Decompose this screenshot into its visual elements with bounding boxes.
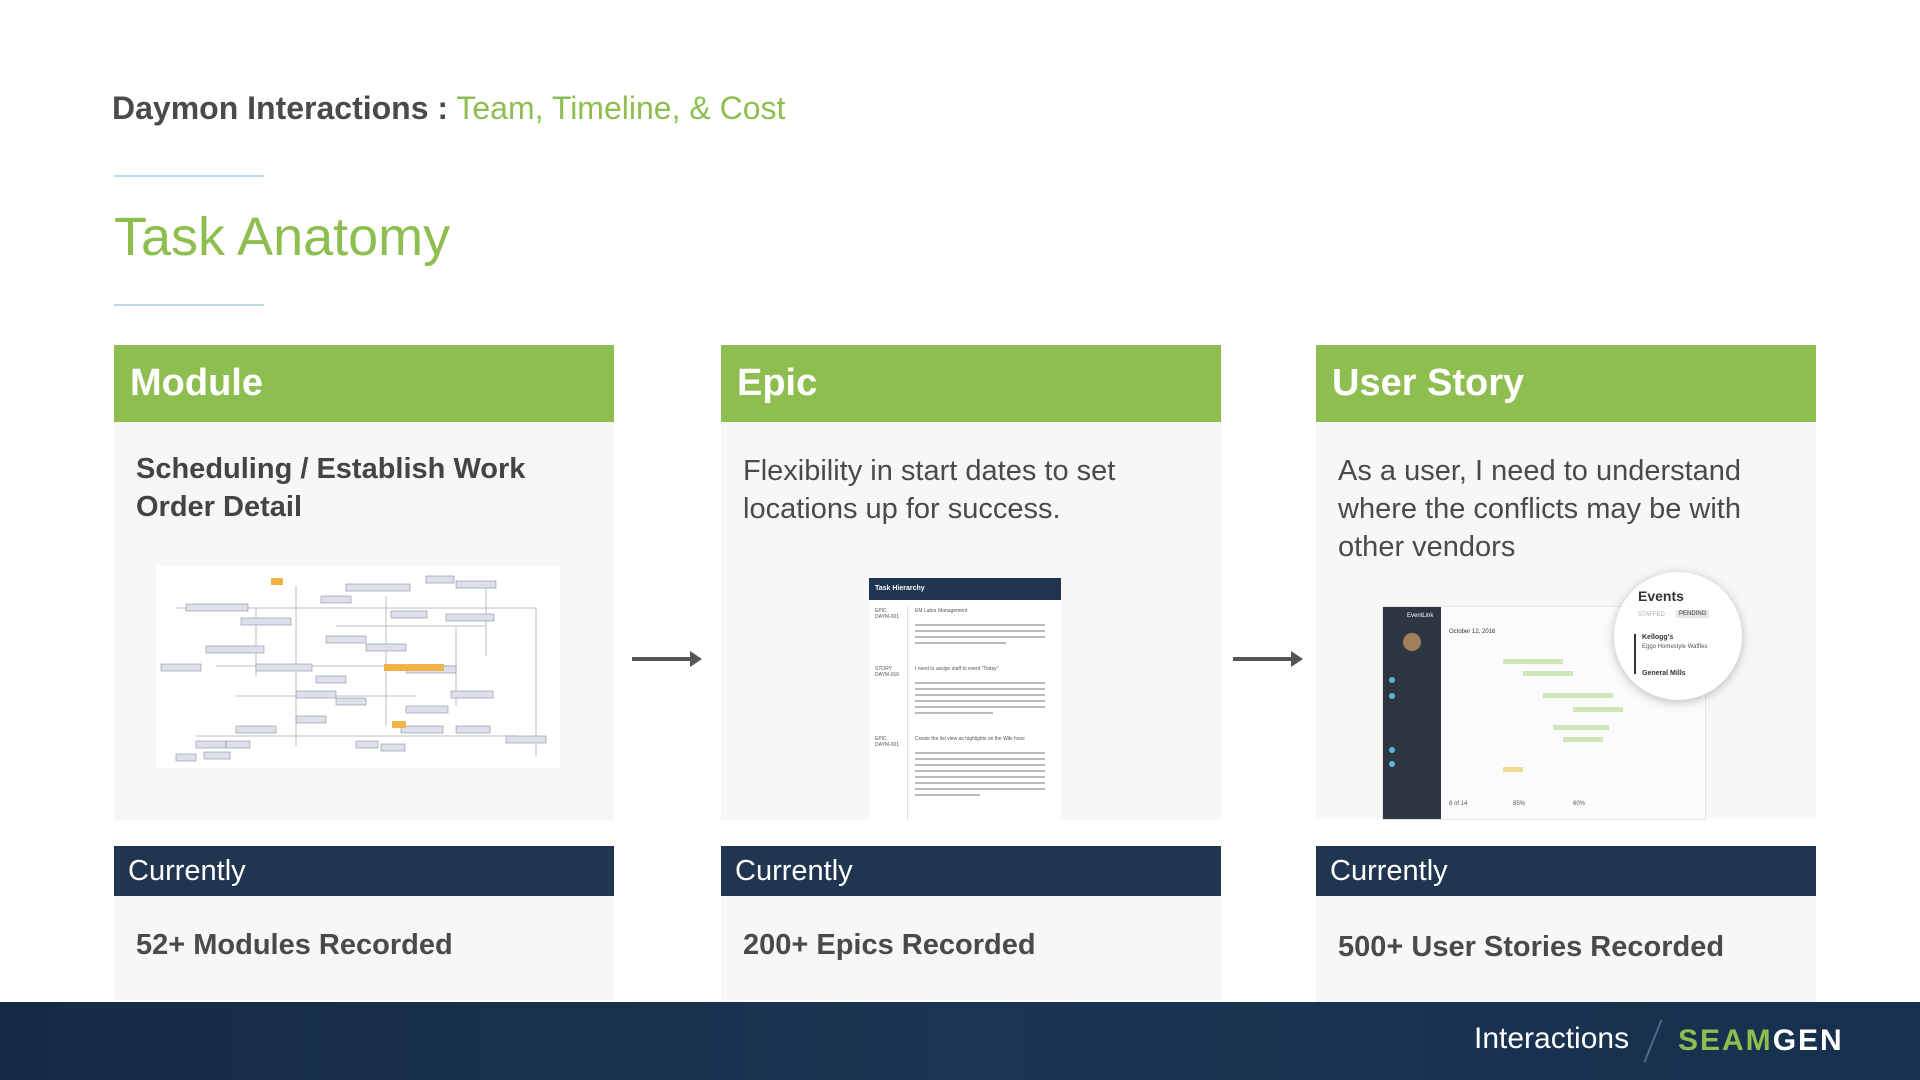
epic-count: 200+ Epics Recorded — [743, 929, 1036, 961]
popup-tab: STAFFED — [1638, 612, 1665, 618]
user-story-count: 500+ User Stories Recorded — [1338, 931, 1725, 963]
seamgen-logo: SEAMGEN — [1678, 1024, 1844, 1058]
zoom-popup: Events STAFFED PENDING Kellogg's Eggo Ho… — [1614, 572, 1742, 700]
user-story-count-panel: 500+ User Stories Recorded — [1316, 896, 1816, 1002]
stat-percent-b: 60% — [1573, 801, 1586, 807]
epic-count-panel: 200+ Epics Recorded — [721, 896, 1221, 1000]
module-heading: Module — [114, 345, 614, 422]
module-count-panel: 52+ Modules Recorded — [114, 896, 614, 1000]
module-count: 52+ Modules Recorded — [136, 929, 453, 961]
epic-column: Epic Flexibility in start dates to set l… — [721, 345, 1221, 1000]
epic-document-thumbnail: Task Hierarchy EPIC DAYM-001 EM Labor Ma… — [869, 578, 1061, 820]
doc-row-tag: EPIC DAYM-001 — [875, 608, 900, 620]
header-prefix: Daymon Interactions : — [112, 90, 449, 126]
doc-row-tag: EPIC DAYM-001 — [875, 736, 900, 748]
bottom-divider — [114, 304, 264, 306]
arrow-right-icon — [1233, 651, 1303, 667]
doc-row-text: I need to assign staff to event "Today" — [915, 666, 999, 672]
seamgen-logo-seam: SEAM — [1678, 1024, 1773, 1057]
module-column: Module Scheduling / Establish Work Order… — [114, 345, 614, 1000]
page-title: Task Anatomy — [114, 207, 451, 267]
popup-tab-active: PENDING — [1676, 610, 1710, 618]
epic-currently-label: Currently — [721, 846, 1221, 896]
popup-title: Events — [1638, 588, 1684, 604]
footer-bar: Interactions SEAMGEN — [0, 1002, 1920, 1080]
app-name: EventLink — [1407, 613, 1434, 619]
user-story-column: User Story As a user, I need to understa… — [1316, 345, 1816, 1002]
app-sidebar: EventLink — [1383, 607, 1441, 819]
seamgen-logo-gen: GEN — [1772, 1024, 1844, 1057]
user-story-currently-label: Currently — [1316, 846, 1816, 896]
avatar — [1403, 633, 1421, 651]
epic-heading: Epic — [721, 345, 1221, 422]
doc-row-text: EM Labor Management — [915, 608, 968, 614]
module-body: Scheduling / Establish Work Order Detail — [114, 422, 614, 820]
top-divider — [114, 175, 264, 177]
header-suffix: Team, Timeline, & Cost — [456, 90, 786, 126]
doc-row-text: Create the list view as highlights on th… — [915, 736, 1025, 742]
user-story-heading: User Story — [1316, 345, 1816, 422]
popup-item-detail: Eggo Homestyle Waffles — [1642, 644, 1708, 650]
user-story-body: As a user, I need to understand where th… — [1316, 422, 1816, 820]
app-date: October 12, 2016 — [1449, 629, 1496, 635]
module-currently-label: Currently — [114, 846, 614, 896]
stat-percent-a: 85% — [1513, 801, 1526, 807]
slide-header: Daymon Interactions : Team, Timeline, & … — [112, 90, 785, 127]
module-description: Scheduling / Establish Work Order Detail — [136, 453, 526, 523]
doc-header: Task Hierarchy — [869, 578, 1061, 600]
arrow-right-icon — [632, 651, 702, 667]
doc-row-tag: STORY DAYM-016 — [875, 666, 900, 678]
popup-item: Kellogg's — [1642, 634, 1674, 641]
stat-staffed: 8 of 14 — [1449, 801, 1468, 807]
epic-description: Flexibility in start dates to set locati… — [743, 455, 1116, 525]
epic-body: Flexibility in start dates to set locati… — [721, 422, 1221, 820]
interactions-logo: Interactions — [1474, 1022, 1630, 1055]
logo-divider — [1643, 1019, 1663, 1063]
user-story-description: As a user, I need to understand where th… — [1338, 455, 1742, 563]
popup-item: General Mills — [1642, 670, 1686, 677]
flowchart-thumbnail — [156, 566, 560, 768]
